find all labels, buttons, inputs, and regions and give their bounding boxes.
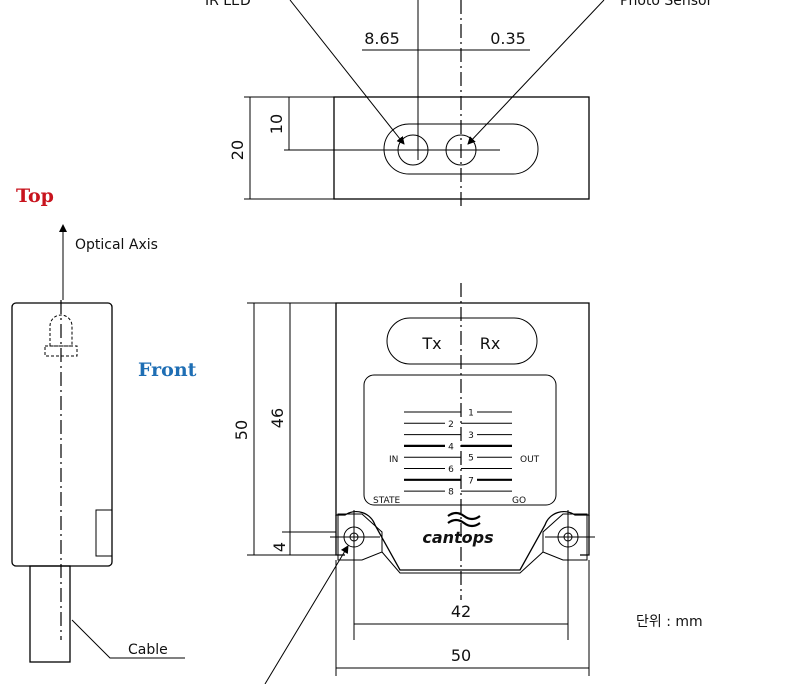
led-indicator-rows: 1 2 3 4 5 6 7 8	[404, 409, 512, 498]
front-view: Tx Rx 1 2 3 4 5 6 7 8 IN OUT STATE GO cantops 5…	[232, 283, 595, 684]
rx-label: Rx	[480, 334, 501, 353]
mount-hole-leader	[264, 545, 349, 684]
led-number: 1	[468, 409, 474, 419]
dim-50-vertical: 50	[232, 420, 251, 440]
front-label: Front	[138, 359, 197, 381]
state-label: STATE	[373, 496, 400, 506]
front-right-ear-edge	[580, 515, 590, 556]
tx-label: Tx	[421, 334, 441, 353]
unit-label: 단위 : mm	[636, 614, 703, 630]
optical-window	[386, 317, 538, 365]
side-view-body	[11, 302, 113, 567]
out-label: OUT	[520, 455, 540, 465]
dim-50-horizontal: 50	[451, 646, 471, 665]
led-number: 7	[468, 476, 474, 486]
led-number: 4	[448, 442, 454, 452]
optical-axis-label: Optical Axis	[75, 237, 158, 253]
dim-0-35: 0.35	[490, 29, 526, 48]
cable-label: Cable	[128, 642, 168, 658]
cable-leader	[71, 619, 185, 659]
ir-led-leader	[289, 0, 405, 145]
led-number: 5	[468, 454, 474, 464]
front-left-ear-edge	[335, 515, 345, 556]
photo-sensor-label: Photo Sensor	[620, 0, 713, 9]
bottom-notch	[381, 551, 544, 574]
logo-icon	[447, 511, 481, 528]
ir-led-label: IR LED	[205, 0, 251, 9]
dim-46: 46	[268, 408, 287, 428]
brand-label: cantops	[422, 528, 493, 547]
side-view-step	[95, 509, 113, 557]
led-number: 3	[468, 431, 474, 441]
dim-10: 10	[267, 114, 286, 134]
top-label: Top	[16, 185, 54, 207]
photo-sensor-leader	[467, 0, 605, 145]
dim-20: 20	[228, 140, 247, 160]
in-label: IN	[389, 455, 398, 465]
top-view: 8.65 0.35 20 10 IR LED Photo Sensor	[205, 0, 713, 210]
dim-4: 4	[270, 542, 289, 552]
led-number: 2	[448, 420, 454, 430]
indicator-panel	[363, 374, 557, 506]
cable-body	[29, 565, 71, 663]
dim-8-65: 8.65	[364, 29, 400, 48]
led-number: 6	[448, 465, 454, 475]
dim-42: 42	[451, 602, 471, 621]
led-number: 8	[448, 488, 454, 498]
front-view-body	[335, 302, 590, 571]
side-view: Top Optical Axis Cable Front	[11, 185, 197, 663]
led-lens-outline	[49, 314, 73, 347]
go-label: GO	[512, 496, 526, 506]
